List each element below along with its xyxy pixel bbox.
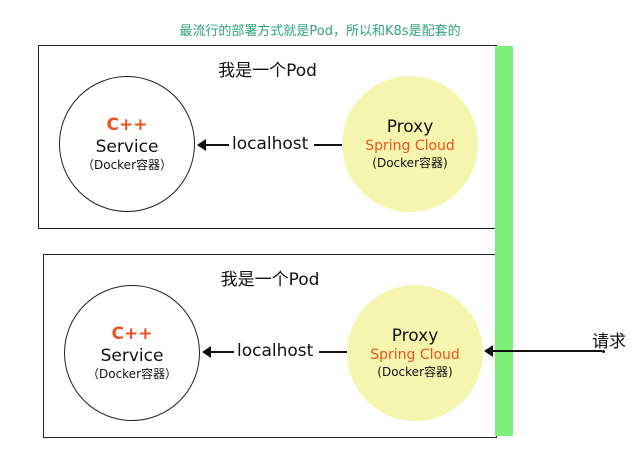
arrow-to-service-2 (202, 346, 234, 358)
service-name: Service (100, 345, 164, 366)
service-node-2: C++ Service （Docker容器） (64, 285, 200, 421)
link-line-2 (319, 351, 347, 353)
request-arrow (484, 345, 602, 357)
ingress-bar (495, 46, 513, 436)
link-line-1 (314, 144, 342, 146)
service-container: （Docker容器） (81, 157, 173, 172)
service-language: C++ (106, 115, 148, 136)
proxy-container: (Docker容器) (372, 155, 448, 170)
diagram-caption: 最流行的部署方式就是Pod，所以和K8s是配套的 (179, 24, 461, 39)
proxy-container: (Docker容器) (377, 364, 453, 379)
proxy-name: Proxy (386, 117, 434, 138)
service-name: Service (95, 136, 159, 157)
localhost-label-2: localhost (237, 341, 314, 361)
proxy-node-2: Proxy Spring Cloud (Docker容器) (347, 285, 483, 421)
request-label: 请求 (592, 332, 626, 352)
proxy-framework: Spring Cloud (365, 138, 455, 155)
arrow-to-service-1 (197, 139, 229, 151)
pod-title: 我是一个Pod (218, 61, 317, 81)
service-container: （Docker容器） (86, 366, 178, 381)
proxy-node-1: Proxy Spring Cloud (Docker容器) (342, 76, 478, 212)
pod-title: 我是一个Pod (220, 270, 320, 290)
localhost-label-1: localhost (232, 134, 309, 154)
proxy-framework: Spring Cloud (370, 347, 460, 364)
request-arrow-tail (602, 350, 605, 353)
service-language: C++ (111, 324, 153, 345)
service-node-1: C++ Service （Docker容器） (59, 76, 195, 212)
proxy-name: Proxy (391, 326, 439, 347)
